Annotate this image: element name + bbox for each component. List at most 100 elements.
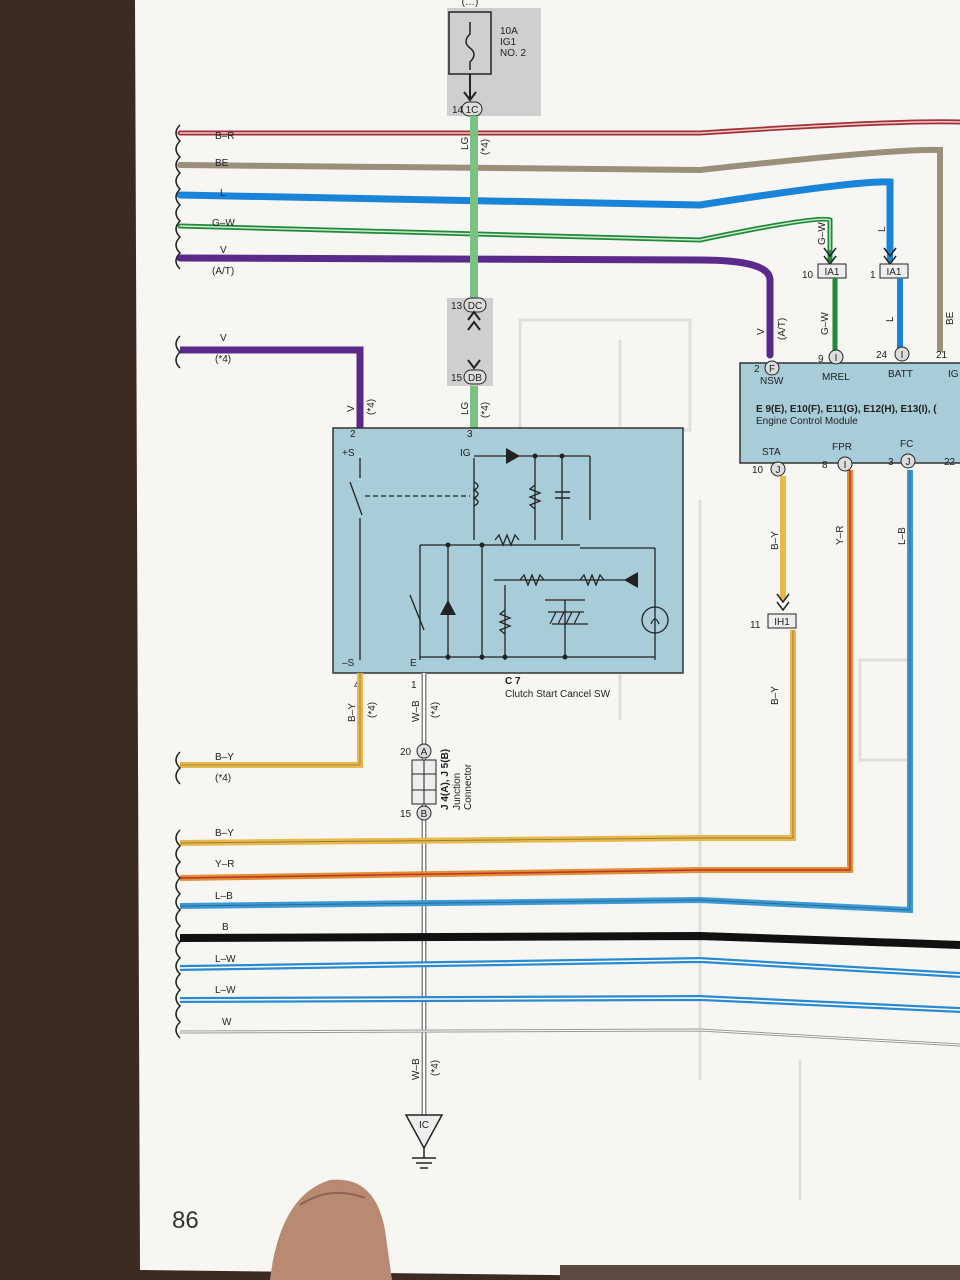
diode-icon <box>506 448 520 464</box>
jconn-b-label: B <box>421 809 428 820</box>
ground-icon <box>412 1148 436 1169</box>
bus-break-marks-bottom <box>175 829 182 1039</box>
by-left-wire <box>180 673 363 768</box>
bus-break-marks-top <box>175 124 182 270</box>
node-dot <box>445 542 451 548</box>
ih1-connector <box>767 613 797 629</box>
wire-v-s-label: V <box>220 333 227 344</box>
wire-l-label: L <box>220 188 226 199</box>
fuse-name: IG1 <box>500 37 517 48</box>
fuse-connector-label: 1C <box>466 105 479 116</box>
ecm-box <box>739 362 960 464</box>
ecm-mrel: MREL <box>822 372 850 383</box>
jconn-line2: Junction <box>452 773 463 810</box>
ecm-i1-circle <box>828 349 844 365</box>
wire-at-ecm-label: (A/T) <box>777 318 788 340</box>
ecm-nsw: NSW <box>760 376 784 387</box>
ia1b-label: IA1 <box>886 267 901 278</box>
ecm-ig: IG <box>948 369 959 380</box>
junction-db-label: DB <box>468 373 482 384</box>
switch-pin-ig: IG <box>460 448 471 459</box>
switch-pin-e: E <box>410 658 417 669</box>
ecm-f-circle <box>764 360 780 376</box>
junction-arrow-icon <box>467 310 481 331</box>
ecm-pin-9: 9 <box>818 354 824 365</box>
fuse-pin: 14 <box>452 105 464 116</box>
by-left-wire-core <box>180 673 361 766</box>
wire-lg-top-label: LG <box>460 136 471 150</box>
ia1a-pin: 10 <box>802 270 814 281</box>
wire-lw1-bus-label: L–W <box>215 954 236 965</box>
switch-id: C 7 <box>505 676 521 687</box>
wire-lw2-bus-label: L–W <box>215 985 236 996</box>
jconn-pin-15: 15 <box>400 809 412 820</box>
fuse-area <box>447 8 541 116</box>
bottom-bus-wires <box>179 470 960 1047</box>
wire-gw-v-label: G–W <box>817 222 828 245</box>
wire-wb-bottom-star4: (*4) <box>430 1060 441 1076</box>
ecm-pin-2: 2 <box>754 364 760 375</box>
ia1a-connector <box>817 263 847 279</box>
fuse-arrow-icon <box>463 91 477 102</box>
bus-break-mark-v <box>175 335 182 369</box>
wire-l-v2-label: L <box>885 316 896 322</box>
lamp-filament-icon <box>650 618 660 625</box>
ih1-arrow-icon <box>776 593 790 612</box>
fuse-icon <box>465 22 475 70</box>
fuse-rating: 10A <box>500 26 518 37</box>
ecm-fpr: FPR <box>832 442 852 453</box>
junction-arrow-down-icon <box>467 359 481 370</box>
node-dot <box>559 453 565 459</box>
wire-v-star4-label: (*4) <box>215 354 231 365</box>
ecm-title: E 9(E), E10(F), E11(G), E12(H), E13(I), … <box>756 404 937 415</box>
fuse-top-label: (…) <box>462 0 479 8</box>
ia1b-pin: 1 <box>870 270 876 281</box>
wire-by-in-star4: (*4) <box>367 702 378 718</box>
wire-be-v-label: BE <box>945 311 956 325</box>
wire-lb-ecm-label: L–B <box>897 527 908 545</box>
wire-w-bus-label: W <box>222 1017 232 1028</box>
ecm-i2-label: I <box>901 350 904 361</box>
junction-dc-pin: 13 <box>451 301 463 312</box>
ecm-j1-circle <box>770 461 786 477</box>
junction-db-connector <box>463 369 487 385</box>
jconn-line3: Connector <box>463 763 474 810</box>
switch-pin-2-num: 2 <box>350 429 356 440</box>
ecm-j2-circle <box>900 453 916 469</box>
wire-wb-star4: (*4) <box>430 702 441 718</box>
resistor-icon <box>494 533 520 547</box>
jconn-a-label: A <box>421 747 428 758</box>
lamp-icon <box>641 606 669 634</box>
ecm-j2-label: J <box>906 457 911 468</box>
ecm-fc: FC <box>900 439 913 450</box>
capacitor-icon <box>555 491 570 499</box>
ih1-label: IH1 <box>774 617 790 628</box>
wire-by-in-label: B–Y <box>347 703 358 722</box>
node-dot <box>479 542 485 548</box>
wire-yr-ecm-label: Y–R <box>835 526 846 545</box>
ia1a-label: IA1 <box>824 267 839 278</box>
wire-by-left-label: B–Y <box>215 752 234 763</box>
diode-2-icon <box>624 572 638 588</box>
wire-gw-v2-label: G–W <box>820 312 831 335</box>
switch-name: Clutch Start Cancel SW <box>505 689 611 700</box>
junction-dc-label: DC <box>468 301 482 312</box>
jconn-name: J 4(A), J 5(B) <box>440 749 451 810</box>
thermistor-icon <box>548 611 588 625</box>
switch-pin-minus-s: –S <box>342 658 355 669</box>
wire-gw-label: G–W <box>212 218 235 229</box>
node-dot <box>502 654 508 660</box>
resistor-2-icon <box>519 573 545 587</box>
wire-by-left-star4: (*4) <box>215 773 231 784</box>
ecm-pin-21: 21 <box>936 350 948 361</box>
switch-pin-1-num: 1 <box>411 680 417 691</box>
ecm-pin-24: 24 <box>876 350 888 361</box>
zener-diode-icon <box>440 600 456 615</box>
wire-lg-star4-mid: (*4) <box>480 402 491 418</box>
ground-triangle <box>404 1114 444 1150</box>
wire-at-label: (A/T) <box>212 266 234 277</box>
bottom-fabric <box>560 1265 960 1280</box>
wire-br-label: B–R <box>215 131 234 142</box>
ecm-j1-label: J <box>776 465 781 476</box>
